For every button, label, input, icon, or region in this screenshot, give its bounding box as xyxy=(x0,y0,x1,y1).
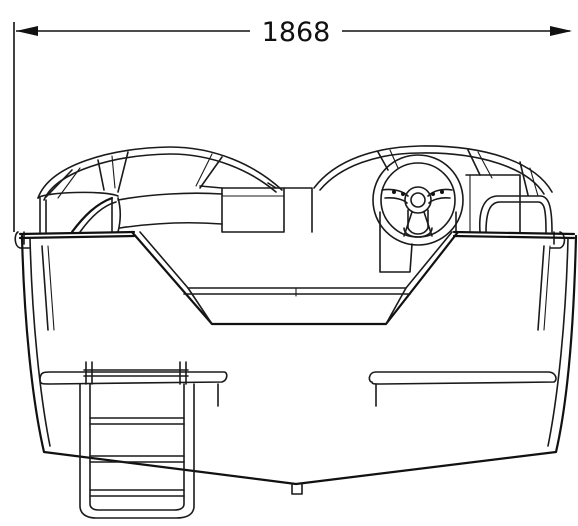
dimension-value: 1868 xyxy=(262,17,331,48)
arrowhead-left xyxy=(16,26,38,36)
side-handles xyxy=(14,195,566,249)
left-seat xyxy=(37,185,223,234)
steering-wheel xyxy=(372,154,521,273)
transom-steps xyxy=(39,371,557,407)
arrowhead-right xyxy=(550,26,572,36)
width-dimension: 1868 xyxy=(13,17,572,232)
right-railing xyxy=(313,145,553,197)
cockpit-cutout xyxy=(130,230,460,326)
swim-ladder xyxy=(79,361,195,519)
hull xyxy=(18,230,578,495)
centre-console xyxy=(221,187,313,233)
